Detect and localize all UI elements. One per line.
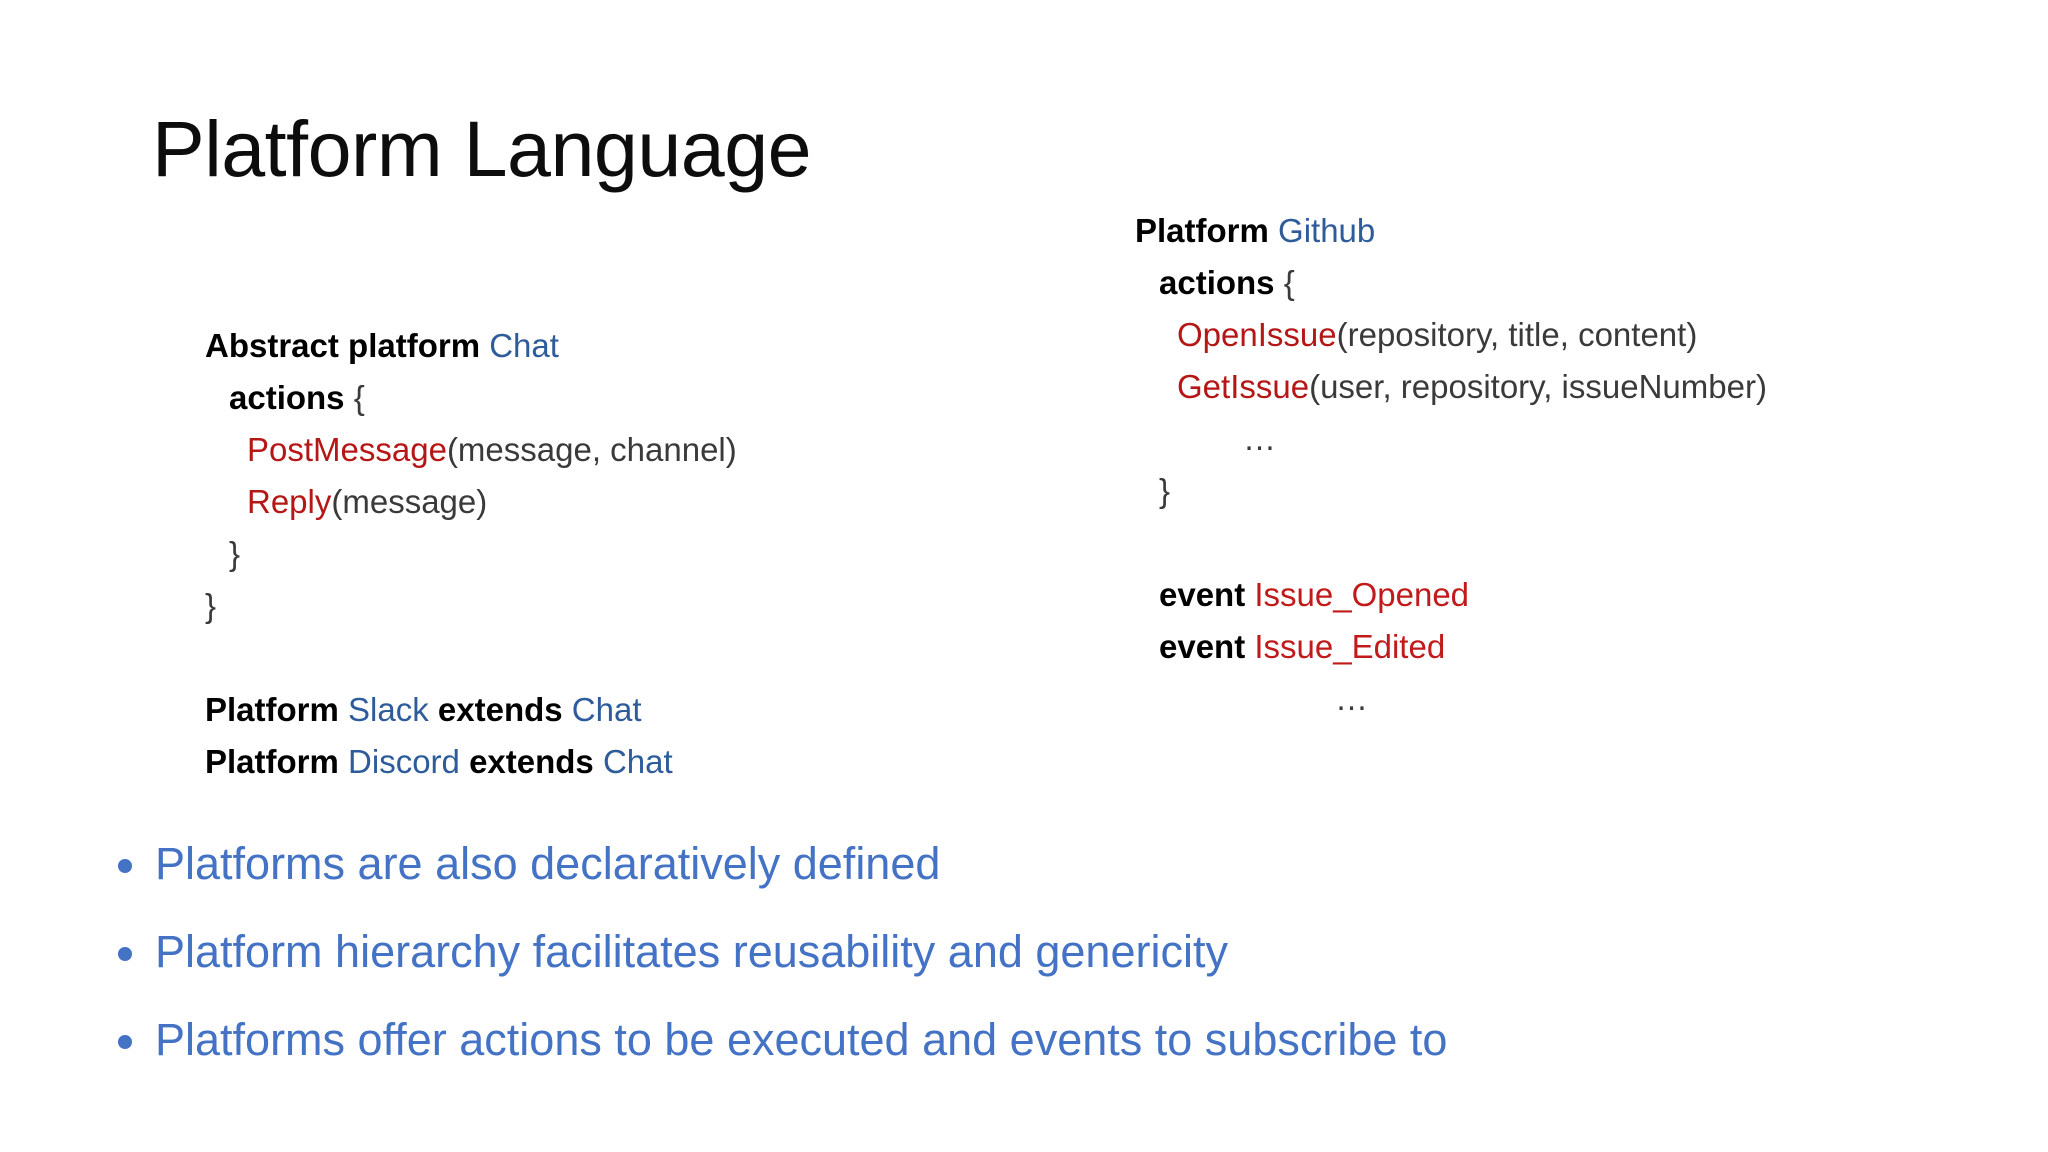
code-token-id: Chat [571,691,642,728]
bullet-item: Platforms are also declaratively defined [118,820,1968,908]
code-token-par: (message) [331,483,488,520]
code-token-brc: } [205,587,217,624]
code-token-kw: Platform [205,743,349,780]
bullet-dot-icon [118,1035,132,1049]
code-token-id: Discord [348,743,470,780]
code-line [205,632,737,684]
code-token-brc: { [353,379,365,416]
bullet-item: Platforms offer actions to be executed a… [118,996,1968,1084]
code-line: } [1135,465,1767,517]
code-line: actions { [1135,257,1767,309]
code-line: Platform Discord extends Chat [205,736,737,788]
code-line: … [1135,673,1767,725]
code-token-fn: OpenIssue [1177,316,1337,353]
code-line: Platform Slack extends Chat [205,684,737,736]
bullet-text: Platforms are also declaratively defined [155,838,941,889]
code-token-dots: … [1243,420,1278,457]
code-token-brc: { [1283,264,1295,301]
code-token-brc: } [1159,472,1171,509]
code-token-kw: Platform [205,691,349,728]
bullet-list: Platforms are also declaratively defined… [118,820,1968,1084]
code-token-par: (user, repository, issueNumber) [1309,368,1767,405]
code-line: Platform Github [1135,205,1767,257]
code-token-fn: PostMessage [247,431,447,468]
code-token-kw: extends [469,743,603,780]
code-line: PostMessage(message, channel) [205,424,737,476]
code-token-fn: Reply [247,483,332,520]
bullet-item: Platform hierarchy facilitates reusabili… [118,908,1968,996]
page-title: Platform Language [152,104,812,193]
code-token-ev: Issue_Opened [1254,576,1470,613]
code-token-brc: } [229,535,241,572]
code-token-id: Chat [489,327,559,364]
code-token-par: (message, channel) [446,431,737,468]
code-line: Reply(message) [205,476,737,528]
bullet-dot-icon [118,859,132,873]
code-token-id: Chat [602,743,673,780]
code-token-par: (repository, title, content) [1336,316,1698,353]
bullet-text: Platforms offer actions to be executed a… [155,1014,1448,1065]
code-token-kw: extends [437,691,572,728]
code-token-ev: Issue_Edited [1254,628,1446,665]
code-token-kw: actions [1159,264,1284,301]
code-line: … [1135,413,1767,465]
code-line [1135,517,1767,569]
code-line: } [205,580,737,632]
code-line: event Issue_Edited [1135,621,1767,673]
bullet-dot-icon [118,947,132,961]
code-line: GetIssue(user, repository, issueNumber) [1135,361,1767,413]
code-token-kw: event [1159,628,1255,665]
code-token-kw: actions [229,379,354,416]
code-line: OpenIssue(repository, title, content) [1135,309,1767,361]
code-token-kw: Abstract platform [205,327,490,364]
bullet-text: Platform hierarchy facilitates reusabili… [155,926,1228,977]
code-token-kw: Platform [1135,212,1279,249]
code-line: event Issue_Opened [1135,569,1767,621]
code-token-id: Github [1278,212,1376,249]
code-line: } [205,528,737,580]
code-line: actions { [205,372,737,424]
code-line: Abstract platform Chat [205,320,737,372]
code-token-fn: GetIssue [1177,368,1310,405]
code-token-kw: event [1159,576,1255,613]
code-token-dots: … [1335,680,1370,717]
code-token-id: Slack [348,691,438,728]
